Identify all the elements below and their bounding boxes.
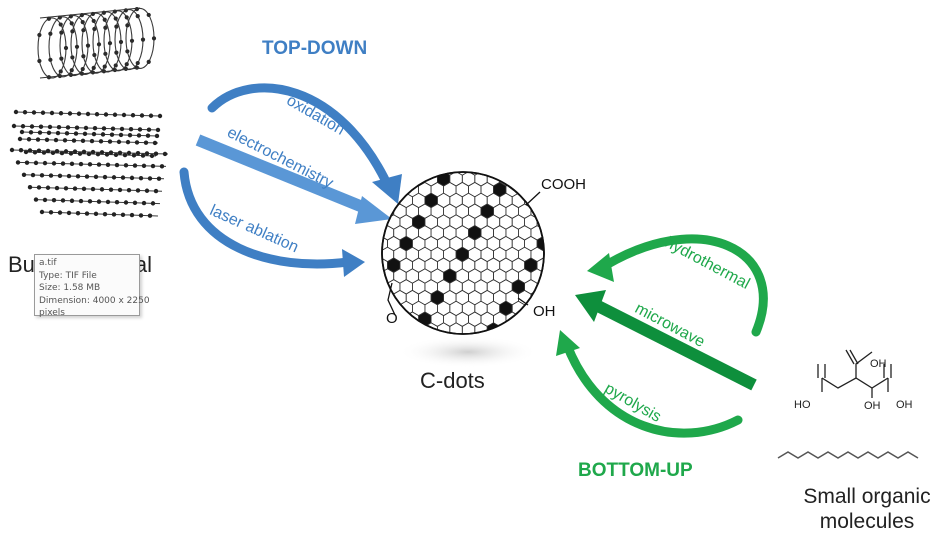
epoxide-bond (387, 282, 396, 316)
bottom-up-arrows (556, 234, 768, 438)
small-organic-line2: molecules (819, 510, 915, 533)
tooltip-extra: pixels (39, 308, 65, 318)
electrochemistry-arrowhead (355, 196, 392, 224)
citric-oh-right: OH (896, 399, 913, 411)
oxidation-arrow (207, 83, 395, 195)
oh-group: OH (533, 303, 556, 320)
small-organic-label: Small organic molecules (792, 484, 942, 534)
bulk-material-label-left: Bu (8, 252, 35, 277)
c-dot-shadow (398, 336, 538, 368)
microwave-arrow (593, 299, 757, 391)
laser-ablation-arrow (179, 167, 353, 269)
c-dots-label: C-dots (420, 368, 485, 393)
small-organic-line1: Small organic (803, 485, 931, 508)
pyrolysis-arrow (562, 340, 743, 438)
pyrolysis-arrowhead (556, 330, 580, 356)
alkyl-chain (777, 451, 919, 459)
epoxide-o-group: O (386, 310, 398, 327)
citric-oh-top: OH (870, 358, 887, 370)
tooltip-filename: a.tif (39, 258, 57, 268)
hydrothermal-arrowhead (587, 253, 614, 282)
tooltip-size: Size: 1.58 MB (39, 283, 101, 293)
carbon-nanotube-image (37, 7, 157, 80)
oh-bond (517, 297, 529, 306)
electrochemistry-arrow (195, 134, 373, 216)
microwave-arrowhead (575, 290, 606, 322)
citric-ho-left: HO (794, 399, 811, 411)
file-info-tooltip: a.tif Type: TIF File Size: 1.58 MB Dimen… (34, 254, 150, 318)
tooltip-dimension: Dimension: 4000 x 2250 (39, 295, 150, 306)
citric-oh-mid: OH (864, 400, 881, 412)
cooh-group: COOH (541, 176, 586, 193)
graphene-sheets-image (9, 109, 169, 218)
c-dot-sphere (381, 171, 545, 335)
hydrothermal-arrow (593, 234, 768, 337)
citric-acid-structure (817, 349, 892, 398)
bottom-up-heading: BOTTOM-UP (578, 460, 693, 481)
top-down-arrows (179, 83, 402, 277)
oxidation-arrowhead (372, 174, 402, 204)
top-down-heading: TOP-DOWN (262, 38, 368, 59)
tooltip-type: Type: TIF File (39, 270, 97, 281)
cooh-bond (525, 191, 541, 206)
laser-ablation-arrowhead (342, 249, 365, 277)
